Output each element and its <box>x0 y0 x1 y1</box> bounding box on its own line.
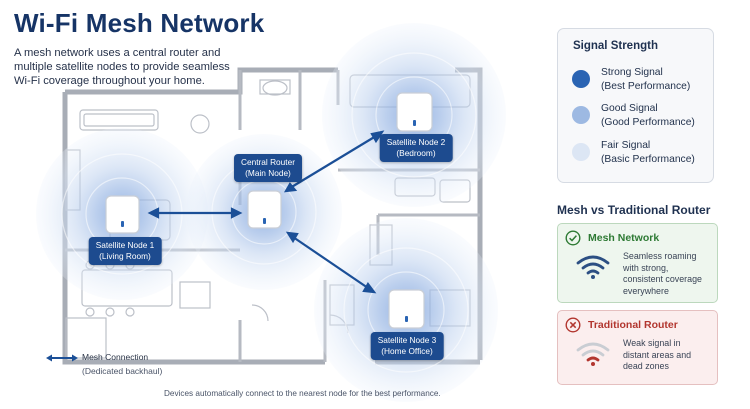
signal-sublabel: (Good Performance) <box>601 117 695 128</box>
traditional-card-description: Weak signal in distant areas and dead zo… <box>623 338 715 373</box>
link-central-sat2 <box>289 135 377 189</box>
desc-line: dead zones <box>623 361 669 371</box>
mesh-connections <box>147 130 385 294</box>
label-line: (Bedroom) <box>396 148 436 158</box>
signal-sublabel: (Basic Performance) <box>601 154 695 165</box>
label-line: (Living Room) <box>99 251 151 261</box>
good-signal-swatch <box>572 106 590 124</box>
intro-text: A mesh network uses a central router and… <box>14 46 239 88</box>
desc-line: Weak signal in <box>623 338 681 348</box>
label-line: Satellite Node 1 <box>95 240 155 250</box>
router-central <box>247 190 282 229</box>
page-title: Wi-Fi Mesh Network <box>14 8 265 38</box>
desc-line: with strong, <box>623 262 669 273</box>
desc-line: everywhere <box>623 285 669 296</box>
wifi-weak-icon <box>576 342 610 366</box>
intro-line: A mesh network uses a central router and <box>14 47 221 59</box>
check-circle-icon <box>565 230 581 246</box>
label-satellite-1: Satellite Node 1 (Living Room) <box>88 237 162 265</box>
wifi-strong-icon <box>576 255 610 279</box>
desc-line: consistent coverage <box>623 274 702 284</box>
signal-label: Strong Signal <box>601 67 663 78</box>
desc-line: Seamless roaming <box>623 251 697 261</box>
intro-line: Wi-Fi coverage throughout your home. <box>14 75 205 87</box>
x-circle-icon <box>565 317 581 333</box>
router-satellite-1 <box>105 195 140 234</box>
mesh-card-description: Seamless roaming with strong, consistent… <box>623 251 715 297</box>
mesh-card-title: Mesh Network <box>588 232 660 244</box>
traditional-router-card: Traditional Router Weak signal in distan… <box>557 310 718 385</box>
router-satellite-2 <box>396 92 433 132</box>
signal-label: Good Signal <box>601 103 658 114</box>
label-line: Central Router <box>241 157 295 167</box>
footnote: Devices automatically connect to the nea… <box>164 389 441 398</box>
label-line: (Main Node) <box>245 168 291 178</box>
legend-subtitle: (Dedicated backhaul) <box>82 366 163 376</box>
fair-signal-swatch <box>572 143 590 161</box>
router-satellite-3 <box>388 289 425 329</box>
signal-strength-panel: Signal Strength Strong Signal (Best Perf… <box>557 28 714 183</box>
comparison-heading: Mesh vs Traditional Router <box>557 203 711 217</box>
double-arrow-icon <box>46 354 78 362</box>
label-line: (Home Office) <box>381 346 433 356</box>
signal-sublabel: (Best Performance) <box>601 81 691 92</box>
legend-title: Mesh Connection <box>82 352 149 362</box>
label-line: Satellite Node 3 <box>377 335 437 345</box>
traditional-card-title: Traditional Router <box>588 319 678 331</box>
label-line: Satellite Node 2 <box>386 137 446 147</box>
label-central-router: Central Router (Main Node) <box>234 154 302 182</box>
label-satellite-2: Satellite Node 2 (Bedroom) <box>379 134 453 162</box>
intro-line: multiple satellite nodes to provide seam… <box>14 61 230 73</box>
mesh-network-card: Mesh Network Seamless roaming with stron… <box>557 223 718 303</box>
desc-line: distant areas and <box>623 349 692 360</box>
signal-strength-heading: Signal Strength <box>573 40 658 52</box>
label-satellite-3: Satellite Node 3 (Home Office) <box>370 332 444 360</box>
signal-label: Fair Signal <box>601 140 651 151</box>
link-central-sat3 <box>292 236 369 289</box>
strong-signal-swatch <box>572 70 590 88</box>
